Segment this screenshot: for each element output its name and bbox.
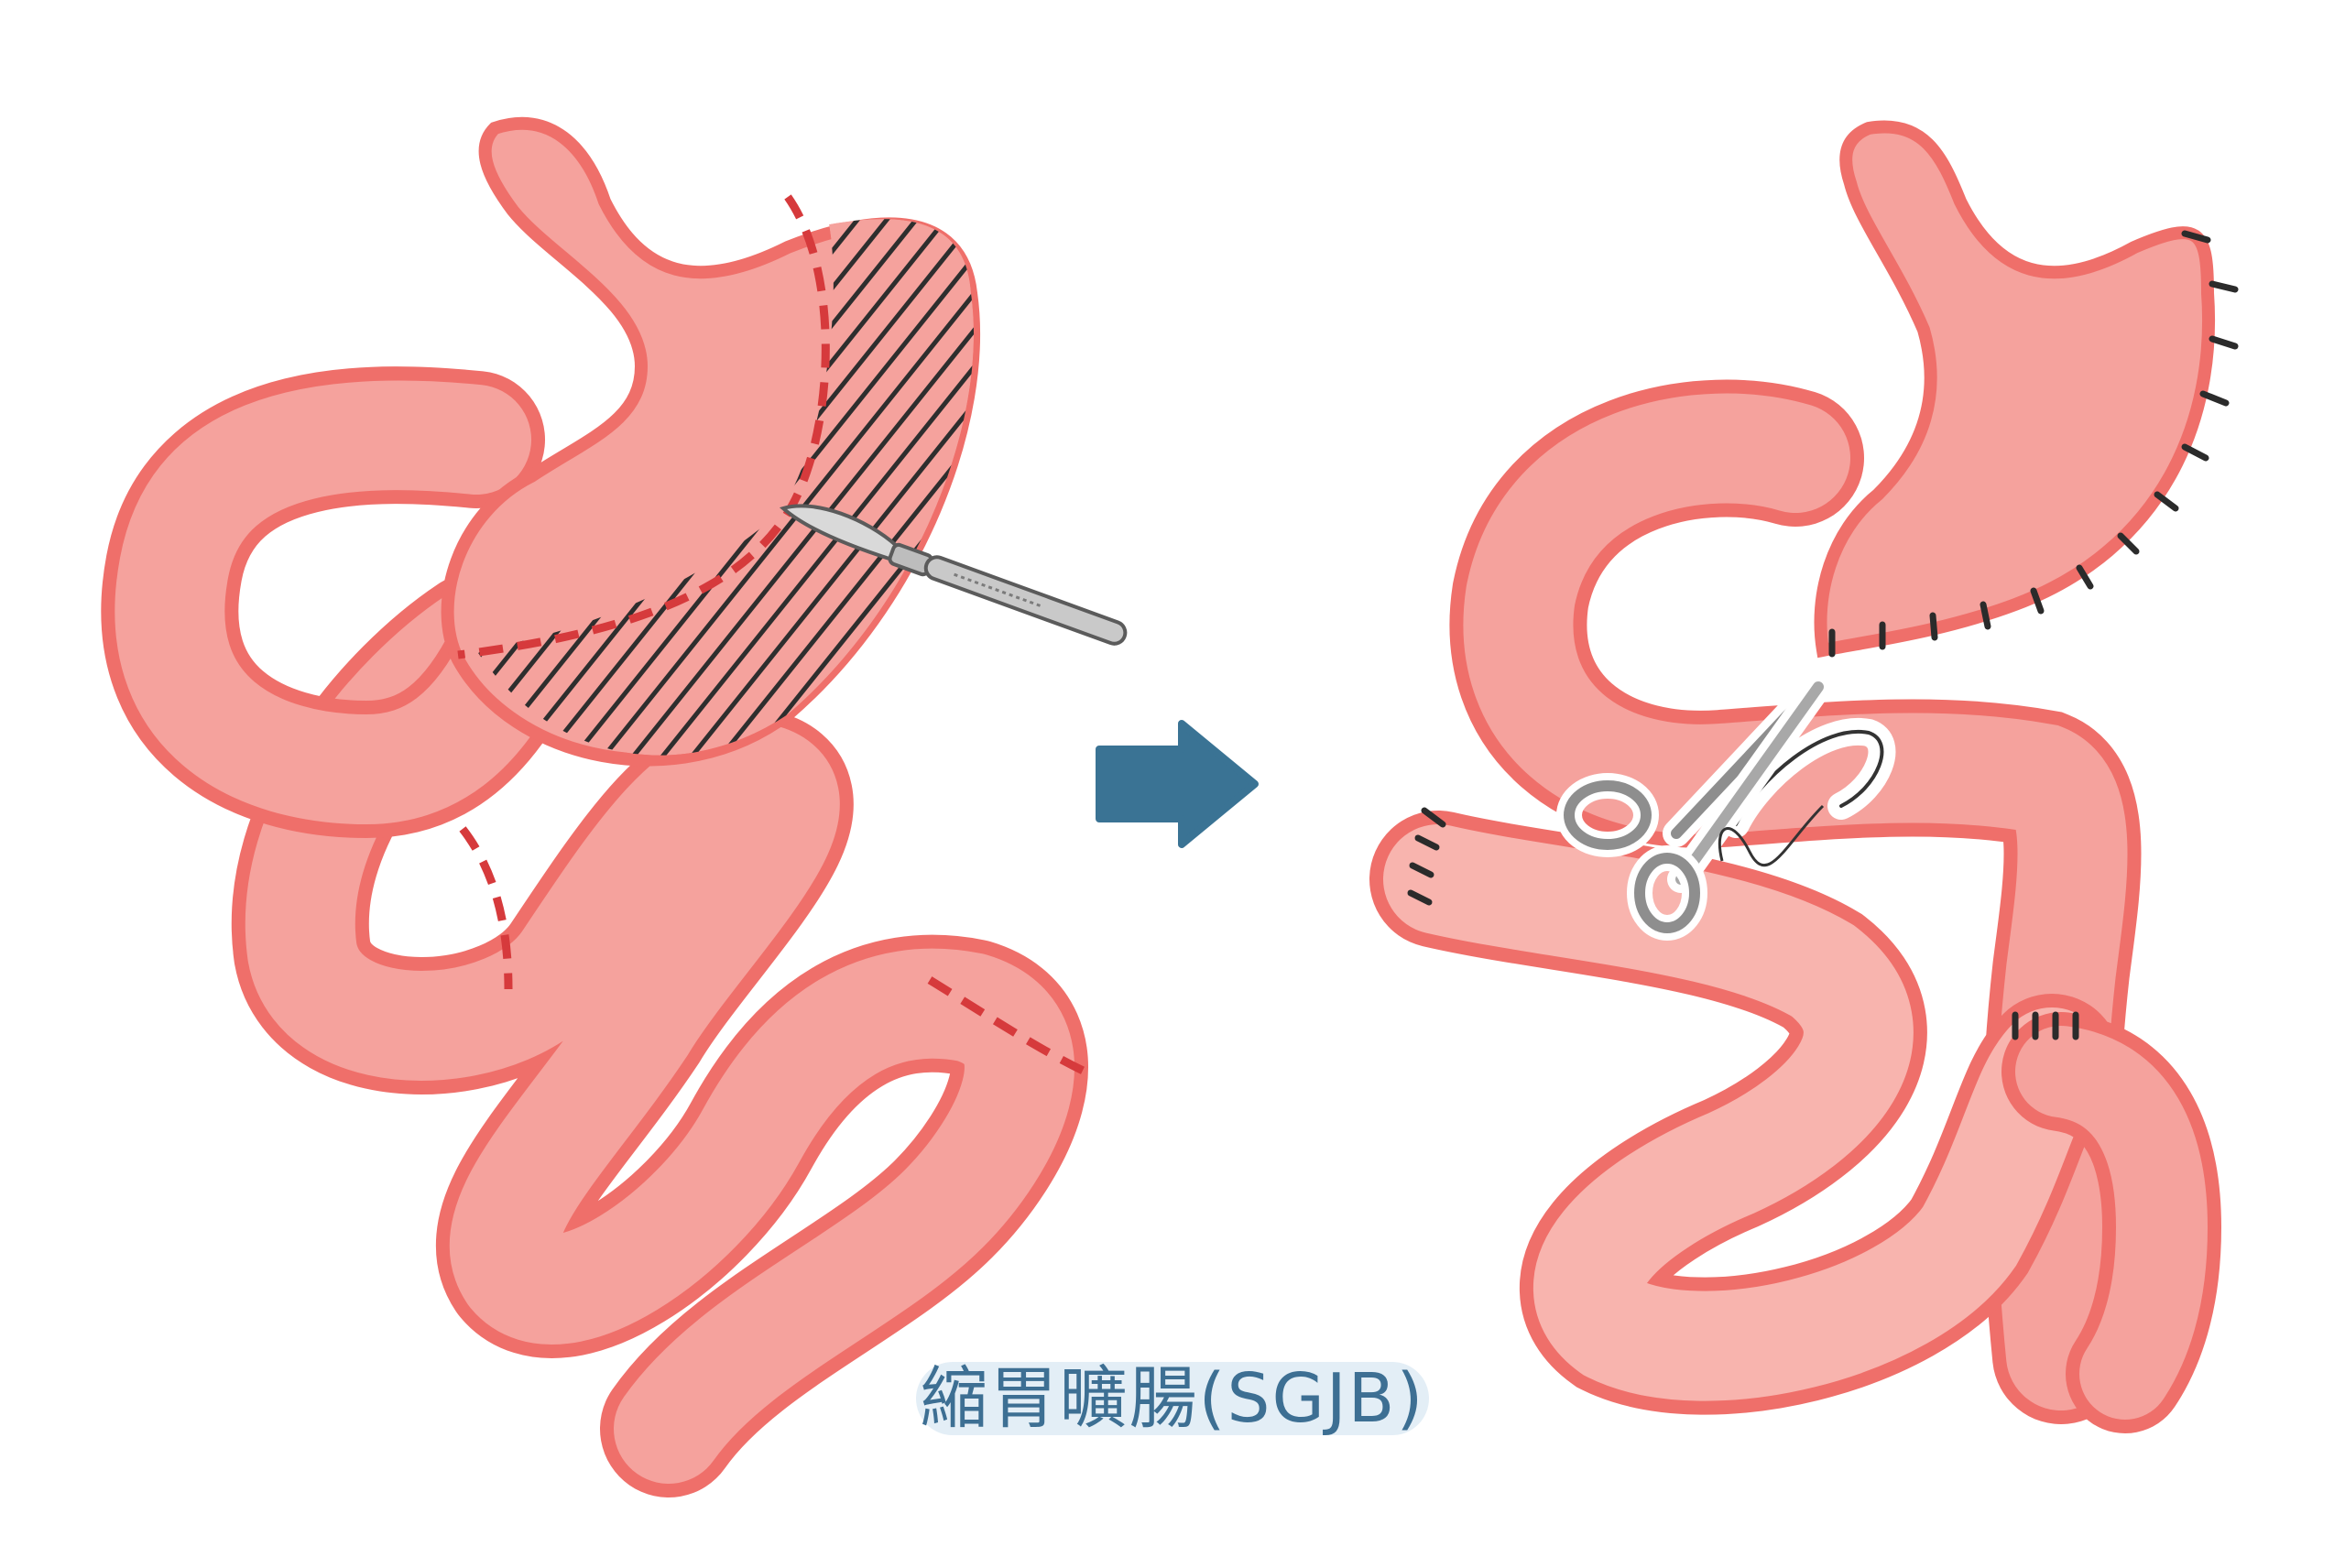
jejunum-cut-line-2 (927, 976, 1096, 1081)
before-anatomy (101, 116, 1502, 1497)
suture-mark (1929, 612, 1938, 641)
hatch-line (965, 219, 975, 756)
jejunal-stump-sutures (1407, 807, 1446, 906)
suture-mark (2076, 564, 2094, 590)
after-anatomy (1369, 120, 2239, 1433)
suture-mark (2209, 280, 2239, 293)
caption-background (916, 1362, 1429, 1435)
jejunum-cut-line-1 (459, 826, 513, 990)
suture-mark (2209, 335, 2239, 350)
suture-mark (2181, 230, 2211, 244)
hatch-line (702, 219, 975, 756)
suture-mark (2181, 443, 2209, 462)
hatch-line (584, 219, 975, 756)
anastomosis-sutures (2012, 1011, 2079, 1040)
caption-title: 縮胃曠腸(SGJB) (920, 1358, 1425, 1438)
suture-mark (2154, 491, 2179, 512)
duodenum-before-fill (115, 380, 568, 825)
hatch-line (672, 219, 975, 756)
staple-line-sutures (1828, 230, 2239, 658)
hatch-line (1026, 183, 1502, 779)
suture-mark (2199, 390, 2230, 407)
scalpel-icon (779, 504, 1128, 646)
hatch-fill (476, 219, 975, 756)
hatch-line (643, 219, 975, 756)
diagram-caption: 縮胃曠腸(SGJB) (916, 1342, 1429, 1443)
hatch-line (907, 219, 975, 756)
small-intestine-before-fill (245, 586, 1074, 1484)
stomach-after (1814, 120, 2215, 659)
hatch-line (936, 219, 975, 756)
jejunal-limb-after-fill (1383, 824, 2107, 1401)
suture-mark (2030, 587, 2045, 615)
intestine-branch-after-fill (2015, 1026, 2209, 1420)
suture-mark (1980, 601, 1991, 630)
hatch-line (997, 183, 1473, 779)
suture-mark (2117, 532, 2140, 555)
hatch-line (614, 219, 975, 756)
arrow-right-icon (1096, 720, 1259, 848)
surgical-scissors-icon (1556, 669, 1896, 941)
